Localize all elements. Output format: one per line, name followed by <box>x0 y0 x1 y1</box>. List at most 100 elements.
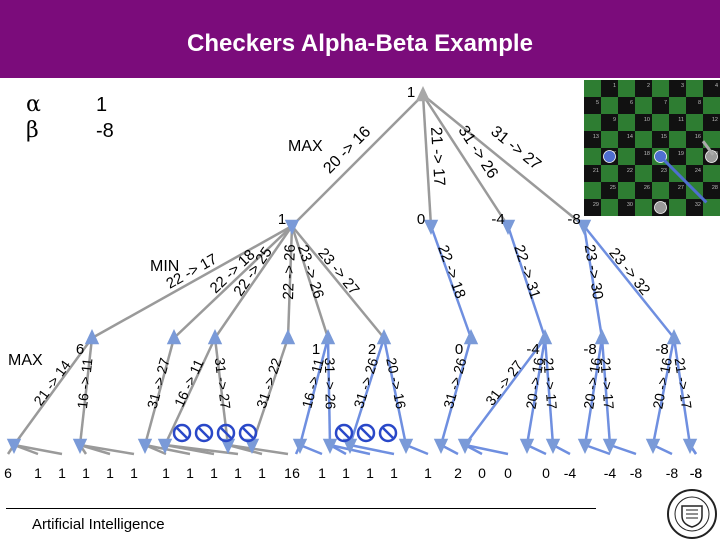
min-label: MIN <box>150 258 180 275</box>
board-square <box>703 165 720 182</box>
edge-l1-l2-5 <box>291 225 385 339</box>
square-number: 3 <box>681 83 684 89</box>
beta-symbol: β <box>26 118 39 143</box>
square-number: 5 <box>596 100 599 106</box>
edge-l3-leaf-24 <box>609 443 637 456</box>
pruned-branch-icon <box>172 423 192 443</box>
square-number: 15 <box>661 134 667 140</box>
l3-node-11 <box>457 438 473 454</box>
edge-l3-leaf-16 <box>349 443 395 456</box>
board-square <box>686 165 703 182</box>
square-number: 10 <box>644 117 650 123</box>
l2-node-1 <box>166 329 182 345</box>
edge-l1-l2-8-label: 23 -> 30 <box>581 243 607 300</box>
edge-l3-leaf-17 <box>405 443 429 456</box>
leaf-value-24: -8 <box>630 465 643 481</box>
edge-l1-l2-2 <box>213 225 294 339</box>
board-square <box>601 114 618 131</box>
l3-node-12 <box>519 438 535 454</box>
l3-node-16 <box>645 438 661 454</box>
edge-l2-l3-2-label: 31 -> 27 <box>144 356 173 410</box>
board-square <box>584 131 601 148</box>
square-number: 22 <box>627 168 633 174</box>
leaf-value-25: -8 <box>666 465 679 481</box>
checkers-board: 1234567891011121314151617181920212223242… <box>584 80 720 216</box>
board-square <box>601 165 618 182</box>
board-square <box>584 182 601 199</box>
board-square <box>601 97 618 114</box>
board-square <box>618 148 635 165</box>
l1-node-3 <box>576 219 592 235</box>
pruned-branch-icon <box>238 423 258 443</box>
l2-node-8 <box>594 329 610 345</box>
square-number: 12 <box>712 117 718 123</box>
l1-value-1: 0 <box>417 211 425 228</box>
l3-node-9 <box>398 438 414 454</box>
edge-l2-l3-9-label: 20 -> 16 <box>383 356 409 410</box>
l2-value-6: 0 <box>455 341 463 358</box>
edge-l1-l2-7-label: 22 -> 31 <box>510 243 544 301</box>
pruned-branch-icon <box>334 423 354 443</box>
leaf-value-4: 1 <box>106 465 114 481</box>
l3-node-1 <box>72 438 88 454</box>
l1-node-0 <box>284 219 300 235</box>
board-square <box>618 182 635 199</box>
board-square <box>618 114 635 131</box>
board-square <box>686 114 703 131</box>
pruned-slash <box>175 426 189 440</box>
board-square <box>669 148 686 165</box>
l3-node-3 <box>157 438 173 454</box>
edge-l1-l2-6-label: 22 -> 18 <box>434 243 469 301</box>
l2-node-6 <box>463 329 479 345</box>
l3-node-4 <box>220 438 236 454</box>
square-number: 26 <box>644 185 650 191</box>
square-number: 7 <box>664 100 667 106</box>
l2-node-0 <box>84 329 100 345</box>
edge-l3-leaf-20 <box>464 443 509 456</box>
leaf-value-27: -8 <box>690 465 703 481</box>
leaf-value-12: 6 <box>292 465 300 481</box>
leaf-value-8: 1 <box>210 465 218 481</box>
board-square <box>669 182 686 199</box>
leaf-value-9: 1 <box>234 465 242 481</box>
l2-value-5: 2 <box>368 341 376 358</box>
leaf-value-19: 0 <box>478 465 486 481</box>
edge-l2-l3-11-label: 31 -> 27 <box>482 357 526 408</box>
board-square <box>601 199 618 216</box>
leaf-value-0: 6 <box>4 465 12 481</box>
leaf-value-10: 1 <box>258 465 266 481</box>
l3-node-8 <box>342 438 358 454</box>
l2-node-4 <box>320 329 336 345</box>
pruned-branch-icon <box>216 423 236 443</box>
edge-l1-l2-9 <box>583 225 675 339</box>
square-number: 23 <box>661 168 667 174</box>
board-square <box>584 148 601 165</box>
board-square <box>635 131 652 148</box>
board-square <box>652 97 669 114</box>
board-square <box>686 199 703 216</box>
edge-l2-l3-8-label: 31 -> 26 <box>350 356 381 410</box>
edge-l1-l2-3-label: 22 -> 26 <box>280 244 299 300</box>
l3-node-5 <box>244 438 260 454</box>
edge-l3-leaf-9 <box>164 443 239 456</box>
beta-value: -8 <box>96 120 114 142</box>
l2-node-5 <box>376 329 392 345</box>
board-square <box>635 148 652 165</box>
edge-l3-leaf-13 <box>299 443 323 456</box>
root-node <box>415 86 431 102</box>
board-square <box>635 165 652 182</box>
root-value: 1 <box>407 84 415 101</box>
leaf-value-2: 1 <box>58 465 66 481</box>
l3-node-15 <box>602 438 618 454</box>
board-square <box>635 199 652 216</box>
leaf-value-6: 1 <box>162 465 170 481</box>
square-number: 1 <box>613 83 616 89</box>
board-square <box>652 131 669 148</box>
edge-l3-leaf-23 <box>584 443 611 456</box>
edge-l2-l3-16-label: 20 -> 16 <box>649 356 675 410</box>
square-number: 9 <box>613 117 616 123</box>
board-square <box>635 80 652 97</box>
board-square <box>703 97 720 114</box>
board-square <box>635 182 652 199</box>
